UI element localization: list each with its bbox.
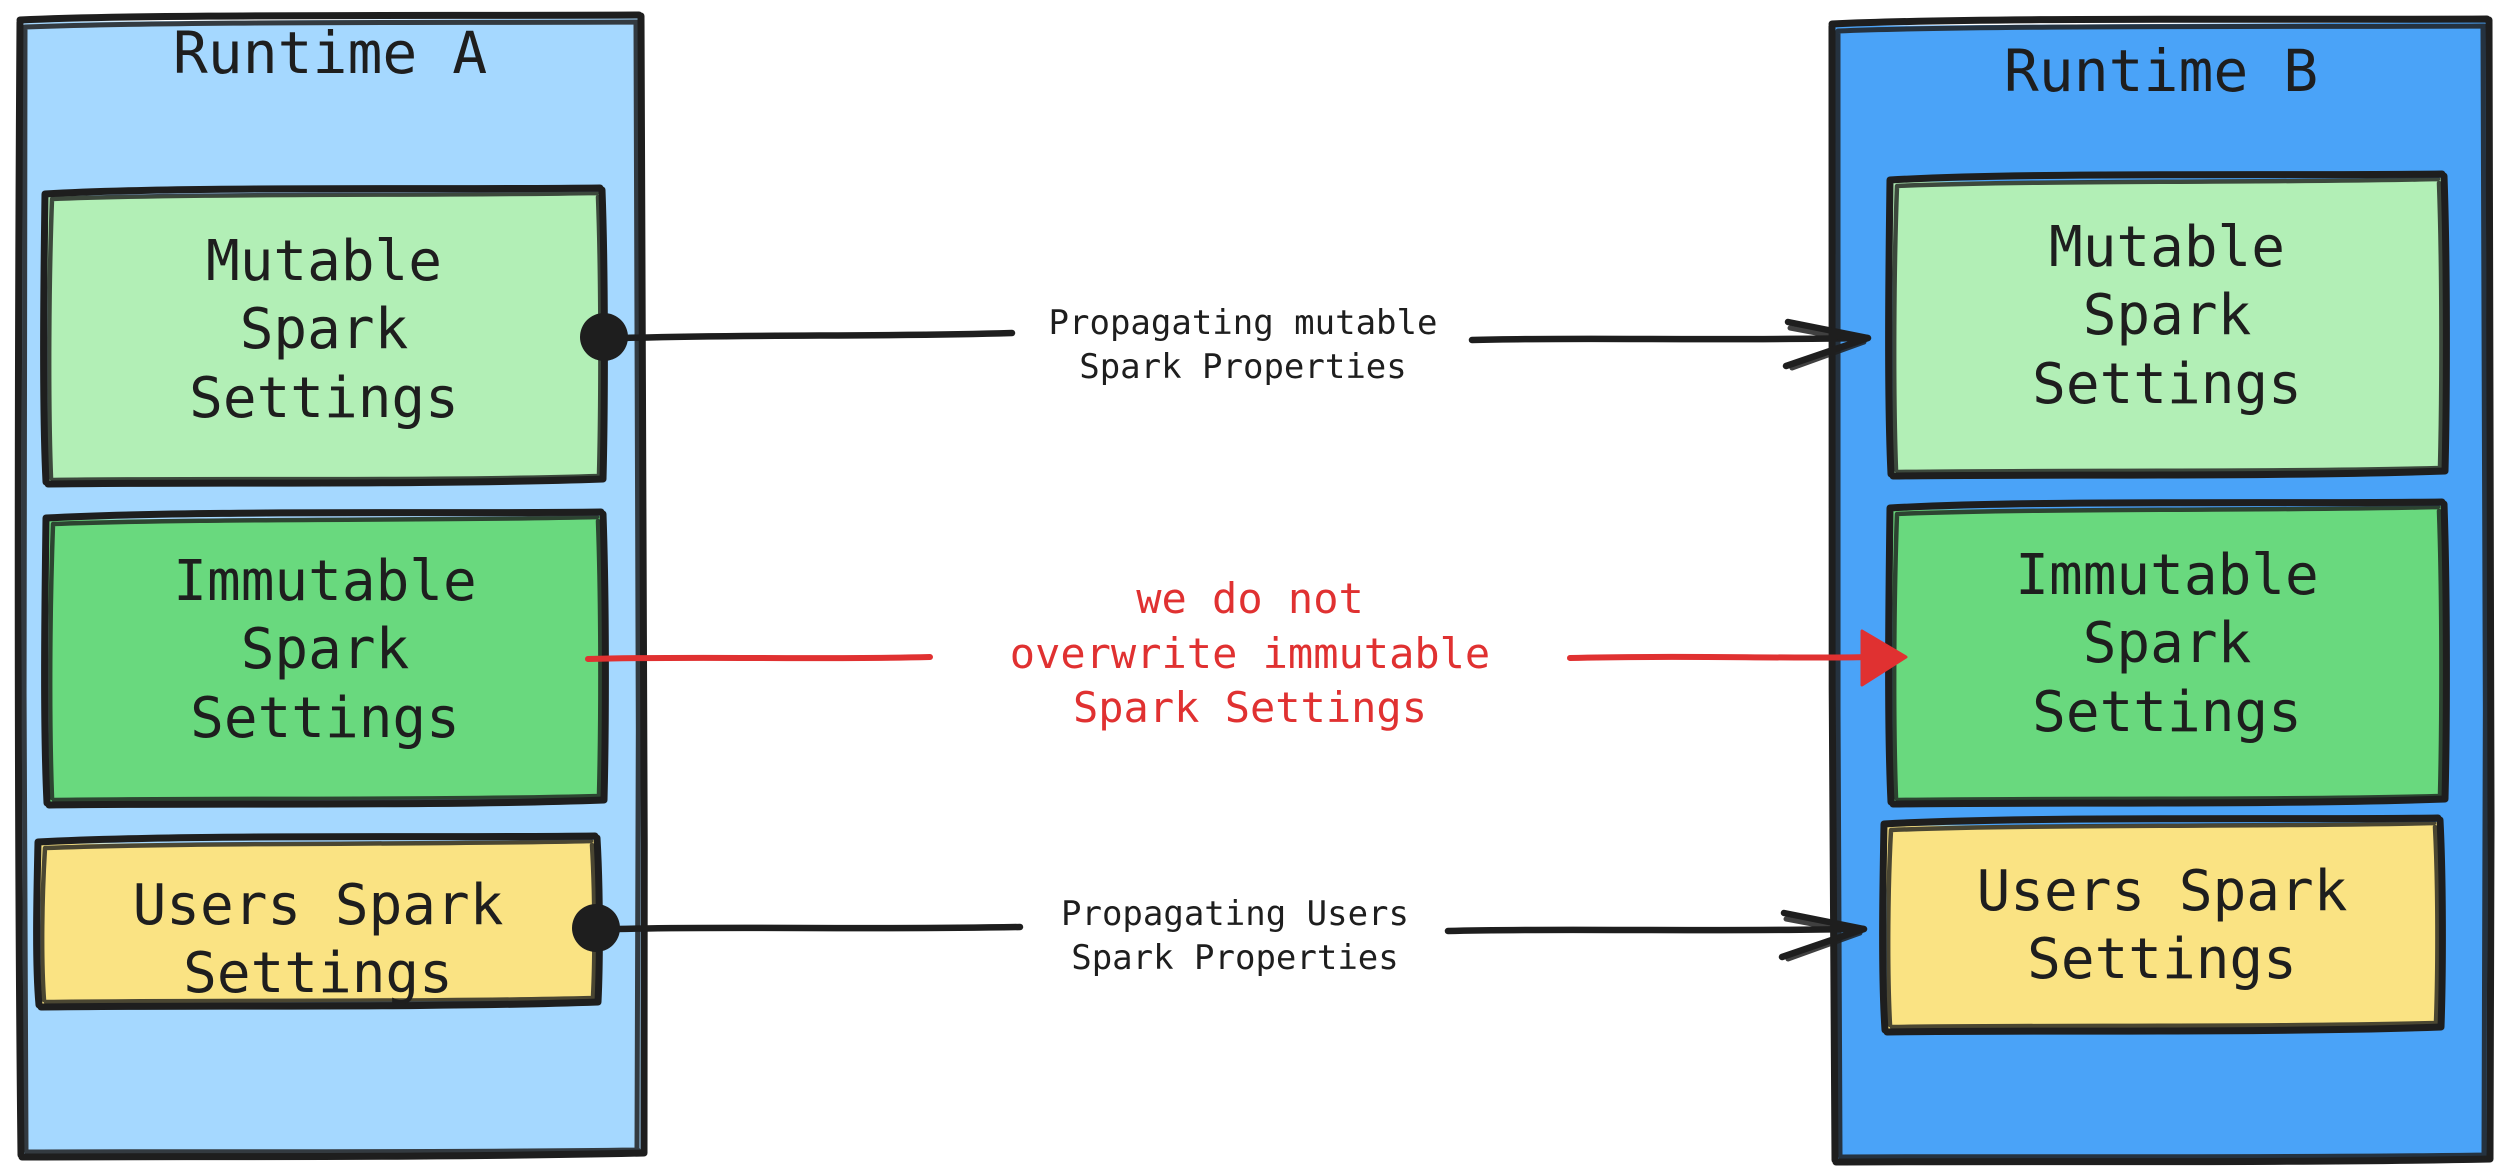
box-b-mutable[interactable] [1885,170,2450,480]
box-a-mutable-fill [47,192,603,482]
edge-users-arrowhead-2 [1783,916,1863,962]
box-b-mutable-fill [1892,178,2444,474]
edge-users-line-left [612,923,1024,933]
connector-edge-mutable[interactable] [580,313,1872,371]
edge-mutable-line-left [620,329,1016,342]
box-b-mutable-outline-2 [1891,176,2444,475]
runtime-b-outline-2 [1835,23,2488,1160]
runtime-a-outline-2 [21,19,641,1155]
edge-users-dot [572,904,620,952]
box-a-mutable[interactable] [40,184,608,488]
edge-mutable-line-right [1468,334,1866,344]
box-a-users-fill [40,840,597,1004]
box-b-users-outline-2 [1885,820,2440,1030]
box-b-immutable[interactable] [1885,498,2450,808]
box-a-users[interactable] [33,832,603,1011]
edge-mutable-arrowhead-2 [1787,325,1867,371]
edge-immutable-arrowhead [1860,629,1908,687]
edge-immutable-line-left [585,654,933,662]
connector-edge-immutable[interactable] [585,629,1908,687]
box-a-immutable[interactable] [41,508,609,809]
connector-edge-users[interactable] [572,904,1868,962]
box-b-immutable-outline-2 [1891,504,2444,803]
box-b-users-outline [1879,814,2446,1036]
box-b-users[interactable] [1879,814,2446,1036]
edge-mutable-dot [580,313,628,361]
box-a-immutable-fill [48,516,603,802]
runtime-a-outline [14,11,648,1161]
edge-users-line-right [1444,925,1862,935]
box-b-immutable-fill [1892,506,2444,802]
edge-immutable-line-right [1567,653,1873,661]
runtime-b-outline [1828,15,2495,1166]
box-b-mutable-outline [1885,170,2450,480]
box-b-users-fill [1886,822,2440,1030]
box-b-immutable-outline [1885,498,2450,808]
